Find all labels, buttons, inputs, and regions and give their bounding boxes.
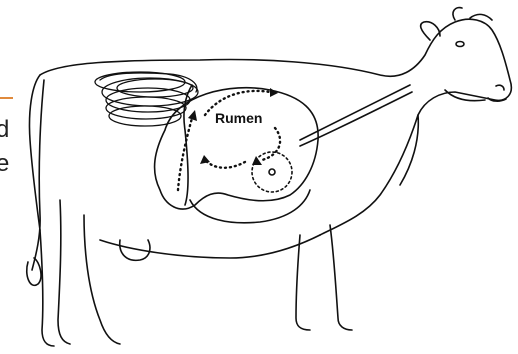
cow-rump bbox=[29, 75, 40, 230]
flow-arrow-right bbox=[262, 128, 280, 160]
esophagus-inner bbox=[300, 92, 412, 146]
rumen-outline bbox=[155, 88, 319, 209]
cow-horn-2 bbox=[453, 8, 462, 20]
intestines bbox=[95, 72, 198, 126]
cow-belly bbox=[100, 235, 320, 258]
rumen-label: Rumen bbox=[215, 110, 262, 126]
cow-nostril bbox=[496, 85, 504, 90]
cow-eye bbox=[456, 42, 464, 47]
reticulum-opening bbox=[269, 169, 275, 175]
cow-dewlap bbox=[400, 115, 418, 185]
flow-arrow-bottom bbox=[205, 160, 245, 168]
reticulum bbox=[252, 152, 292, 192]
cow-front-leg bbox=[296, 225, 352, 330]
esophagus bbox=[300, 85, 410, 140]
cow-rear-leg-2 bbox=[40, 230, 54, 346]
cow-rear-leg bbox=[58, 200, 120, 344]
cow-ear bbox=[421, 22, 440, 40]
